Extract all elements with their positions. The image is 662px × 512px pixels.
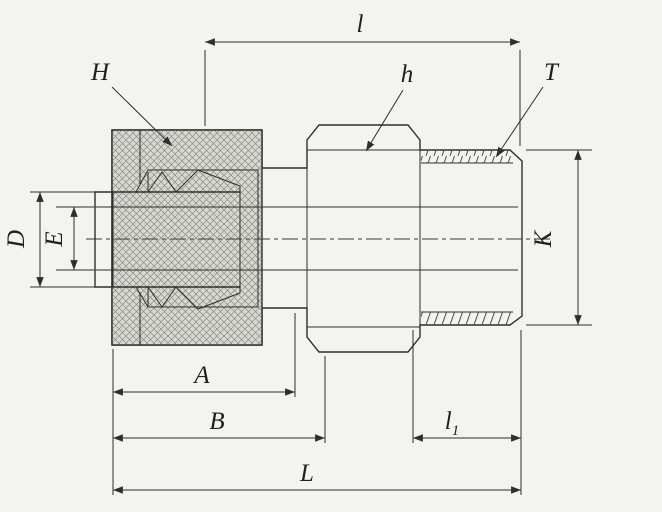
- dimension-D: D: [3, 191, 94, 288]
- back-ferrule-top: [147, 171, 177, 193]
- dimension-E: E: [41, 206, 94, 271]
- label-B: B: [209, 408, 224, 435]
- label-T: T: [544, 59, 560, 86]
- nut-body: [111, 129, 263, 346]
- dimension-K: K: [526, 149, 592, 326]
- label-K: K: [530, 229, 557, 248]
- bottom-dimensions: A B l1 L: [112, 313, 522, 495]
- label-L: L: [299, 460, 314, 487]
- back-ferrule-bottom: [147, 286, 177, 308]
- front-ferrule-bottom: [174, 286, 241, 310]
- leader-labels: H h T: [90, 59, 560, 158]
- label-D: D: [3, 230, 30, 249]
- label-h: h: [401, 61, 414, 88]
- leader-T: [495, 86, 544, 158]
- thread-band-top: [421, 150, 511, 163]
- thread-section: [421, 150, 513, 325]
- leader-h: [365, 89, 404, 152]
- label-l1-sub: 1: [452, 423, 460, 439]
- label-l1: l1: [445, 408, 459, 439]
- leader-H: [111, 86, 173, 147]
- front-ferrule-top: [174, 169, 241, 193]
- label-E: E: [41, 231, 68, 247]
- label-l: l: [357, 11, 364, 38]
- body-outline: [111, 124, 523, 353]
- through-bore: [95, 206, 518, 271]
- label-A: A: [192, 362, 210, 389]
- fitting-body: [111, 124, 523, 353]
- dimension-l: l: [204, 11, 521, 146]
- label-l1-base: l: [445, 408, 452, 435]
- label-H: H: [90, 59, 111, 86]
- thread-band-bottom: [421, 312, 511, 325]
- compression-nut: [111, 129, 263, 346]
